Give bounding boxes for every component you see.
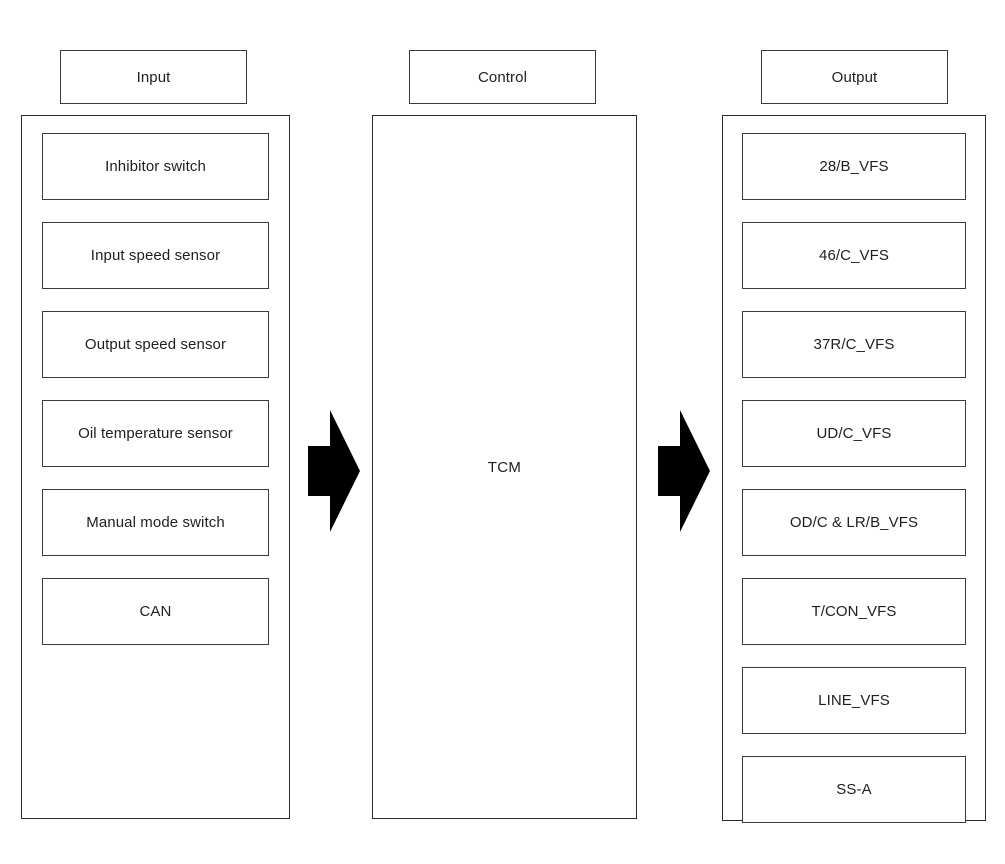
input-item-can: CAN (42, 578, 269, 645)
output-item-label: 46/C_VFS (819, 246, 889, 264)
input-item-list: Inhibitor switch Input speed sensor Outp… (22, 116, 289, 818)
output-item-37r-c-vfs: 37R/C_VFS (742, 311, 966, 378)
input-item-label: Oil temperature sensor (78, 424, 233, 442)
output-item-od-c-lr-b-vfs: OD/C & LR/B_VFS (742, 489, 966, 556)
header-label-input: Input (136, 68, 171, 86)
arrow-input-to-control-icon (308, 410, 360, 532)
output-item-label: 37R/C_VFS (813, 335, 895, 353)
input-item-label: Manual mode switch (86, 513, 225, 531)
output-item-t-con-vfs: T/CON_VFS (742, 578, 966, 645)
input-item-label: CAN (139, 602, 172, 620)
header-box-output: Output (761, 50, 948, 104)
output-item-ud-c-vfs: UD/C_VFS (742, 400, 966, 467)
output-item-ss-a: SS-A (742, 756, 966, 823)
output-item-label: T/CON_VFS (811, 602, 897, 620)
input-item-oil-temperature-sensor: Oil temperature sensor (42, 400, 269, 467)
input-item-inhibitor-switch: Inhibitor switch (42, 133, 269, 200)
column-control: TCM (372, 115, 637, 819)
output-item-28-b-vfs: 28/B_VFS (742, 133, 966, 200)
input-item-label: Inhibitor switch (105, 157, 206, 175)
output-item-label: 28/B_VFS (819, 157, 889, 175)
output-item-46-c-vfs: 46/C_VFS (742, 222, 966, 289)
input-item-output-speed-sensor: Output speed sensor (42, 311, 269, 378)
header-label-output: Output (831, 68, 878, 86)
header-label-control: Control (477, 68, 528, 86)
output-item-label: SS-A (836, 780, 872, 798)
control-center-label-wrap: TCM (373, 116, 636, 818)
output-item-label: UD/C_VFS (816, 424, 892, 442)
control-center-label: TCM (487, 458, 522, 476)
header-box-input: Input (60, 50, 247, 104)
input-item-input-speed-sensor: Input speed sensor (42, 222, 269, 289)
column-input: Inhibitor switch Input speed sensor Outp… (21, 115, 290, 819)
output-item-list: 28/B_VFS 46/C_VFS 37R/C_VFS UD/C_VFS OD/… (723, 116, 985, 823)
input-item-label: Input speed sensor (90, 246, 221, 264)
input-item-manual-mode-switch: Manual mode switch (42, 489, 269, 556)
column-output: 28/B_VFS 46/C_VFS 37R/C_VFS UD/C_VFS OD/… (722, 115, 986, 823)
output-item-label: LINE_VFS (818, 691, 890, 709)
output-item-line-vfs: LINE_VFS (742, 667, 966, 734)
header-box-control: Control (409, 50, 596, 104)
arrow-control-to-output-icon (658, 410, 710, 532)
output-item-label: OD/C & LR/B_VFS (789, 513, 919, 531)
input-item-label: Output speed sensor (84, 335, 227, 353)
